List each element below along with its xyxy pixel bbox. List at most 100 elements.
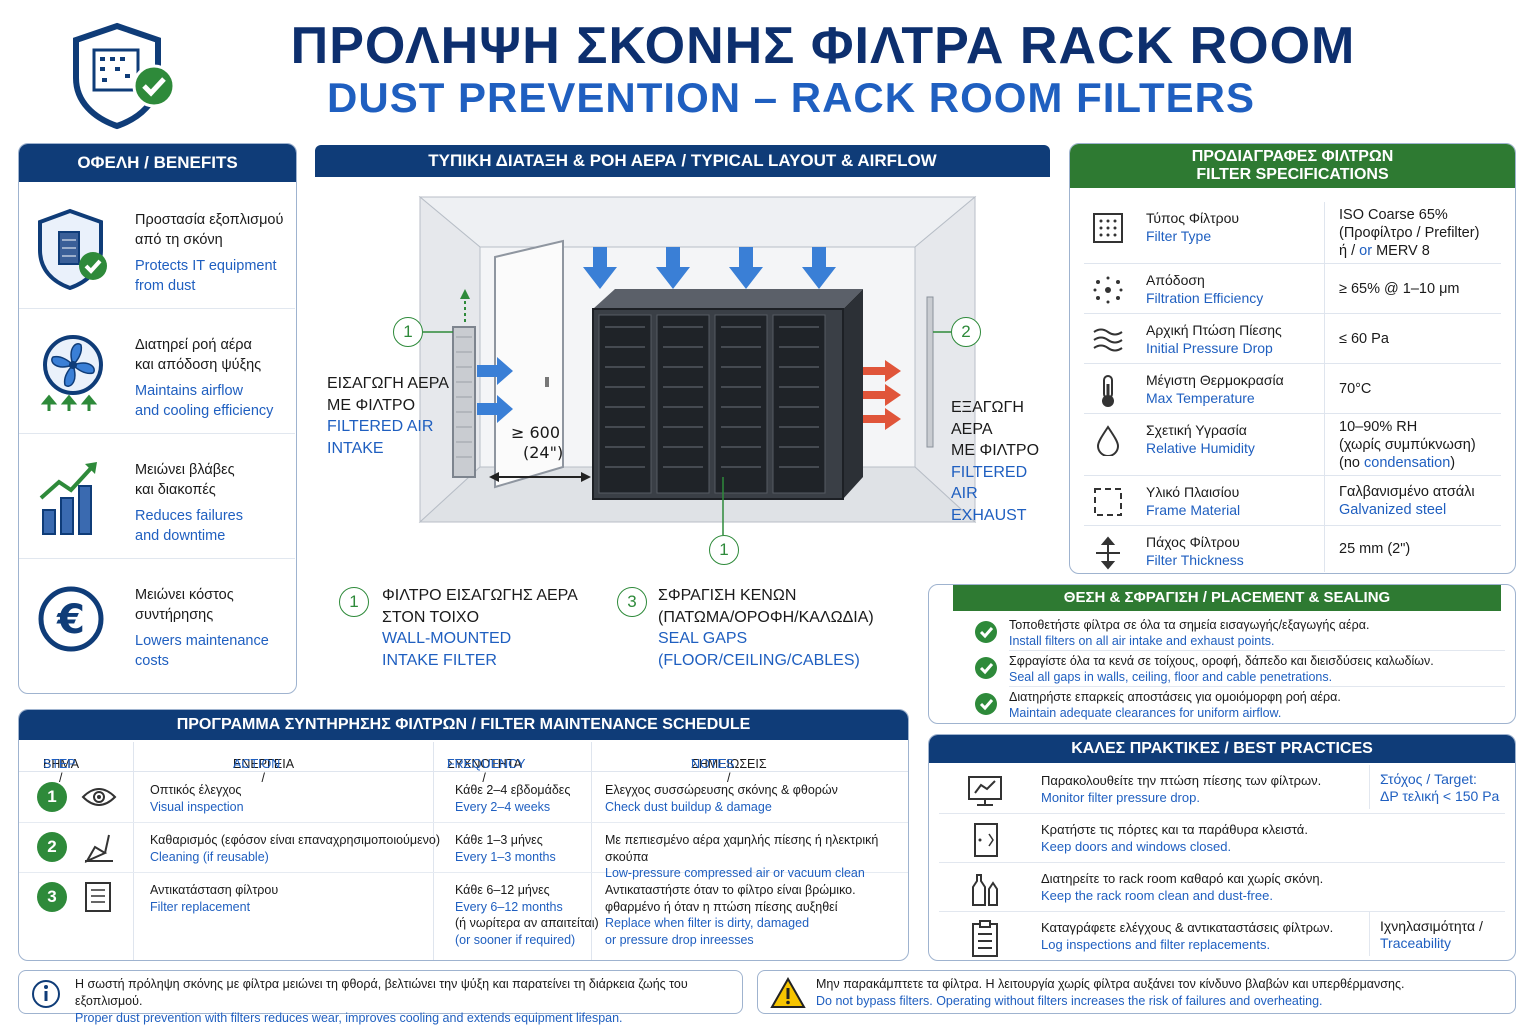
- spec-label-gr: Υλικό Πλαισίου: [1146, 484, 1240, 500]
- spec-label-gr: Αρχική Πτώση Πίεσης: [1146, 322, 1282, 338]
- clearance-label: ≥ 600(24"): [511, 423, 563, 463]
- legend-en: (FLOOR/CEILING/CABLES): [658, 651, 860, 669]
- warning-en: Do not bypass filters. Operating without…: [816, 994, 1323, 1008]
- clipboard-icon: [967, 920, 1003, 957]
- col-action-en: ACTION: [233, 757, 281, 771]
- benefit-gr: Μειώνει κόστος: [135, 587, 234, 603]
- door-icon: [967, 822, 1003, 858]
- spec-label-en: Max Temperature: [1146, 390, 1255, 406]
- eye-icon: [81, 783, 117, 816]
- intake-en: INTAKE: [327, 439, 384, 457]
- marker-1-rack: 1: [709, 535, 739, 565]
- practice-row: Καταγράφετε ελέγχους & αντικαταστάσεις φ…: [939, 912, 1505, 960]
- spec-label-en: Filter Type: [1146, 228, 1212, 244]
- benefit-en: Maintains airflow: [135, 383, 243, 399]
- placement-gr: Τοποθετήστε φίλτρα σε όλα τα σημεία εισα…: [1009, 618, 1370, 632]
- droplet-icon: [1092, 424, 1124, 457]
- notes-gr: φθαρμένο ή όταν η πτώση πίεσης αυξηθεί: [605, 899, 838, 914]
- notes-gr: Ελεγχος συσσώρευσης σκόνης & φθορών: [605, 783, 838, 797]
- legend-en: INTAKE FILTER: [382, 651, 497, 669]
- clearance-value: ≥ 600: [511, 423, 561, 442]
- spec-value: MERV 8: [1372, 243, 1430, 259]
- spec-value: (Προφίλτρο / Prefilter): [1339, 225, 1480, 241]
- spec-value: ≥ 65% @ 1–10 μm: [1339, 281, 1460, 297]
- page-title: ΠΡΟΛΗΨΗ ΣΚΟΝΗΣ ΦΙΛΤΡΑ RACK ROOM: [290, 17, 1356, 75]
- thermometer-icon: [1092, 374, 1124, 407]
- col-step-en: STEP: [43, 757, 76, 771]
- spec-label-gr: Απόδοση: [1146, 272, 1205, 288]
- spec-value: ή /: [1339, 243, 1360, 259]
- marker-2: 2: [951, 317, 981, 347]
- step-number: 1: [37, 782, 67, 812]
- maintenance-header: ΠΡΟΓΡΑΜΜΑ ΣΥΝΤΗΡΗΣΗΣ ΦΙΛΤΡΩΝ / FILTER MA…: [19, 710, 908, 740]
- frequency-gr: Κάθε 1–3 μήνες: [455, 833, 543, 847]
- practice-target: Traceability: [1380, 935, 1452, 951]
- benefit-gr: και διακοπές: [135, 482, 216, 498]
- benefit-en: Protects IT equipment: [135, 258, 277, 274]
- benefit-en: from dust: [135, 278, 196, 294]
- exhaust-gr: ΕΞΑΓΩΓΗ ΑΕΡΑ: [951, 399, 1024, 438]
- spec-value: ≤ 60 Pa: [1339, 331, 1389, 347]
- spec-label-en: Filter Thickness: [1146, 552, 1244, 568]
- specs-header-en: FILTER SPECIFICATIONS: [1196, 166, 1389, 183]
- spec-value: condensation: [1364, 455, 1451, 471]
- placement-header: ΘΕΣΗ & ΣΦΡΑΓΙΣΗ / PLACEMENT & SEALING: [953, 585, 1501, 611]
- svg-text:€: €: [56, 597, 85, 643]
- placement-gr: Διατηρήστε επαρκείς αποστάσεις για ομοιό…: [1009, 690, 1341, 704]
- benefit-gr: Διατηρεί ροή αέρα: [135, 337, 252, 353]
- action-en: Filter replacement: [150, 899, 251, 914]
- spec-value: or: [1359, 243, 1373, 259]
- placement-panel: ΘΕΣΗ & ΣΦΡΑΓΙΣΗ / PLACEMENT & SEALING Το…: [928, 584, 1516, 724]
- placement-en: Seal all gaps in walls, ceiling, floor a…: [1009, 670, 1333, 684]
- logo-shield-icon: [70, 22, 180, 132]
- col-step: ΒΗΜΑ /: [43, 757, 80, 785]
- practice-target: Ιχνηλασιμότητα /: [1380, 918, 1483, 934]
- layout-section: ΤΥΠΙΚΗ ΔΙΑΤΑΞΗ & ΡΟΗ ΑΕΡΑ / TYPICAL LAYO…: [315, 145, 1050, 685]
- exhaust-en: EXHAUST: [951, 506, 1027, 524]
- intake-gr: ΕΙΣΑΓΩΓΗ ΑΕΡΑ: [327, 375, 449, 392]
- exhaust-gr: ΜΕ ΦΙΛΤΡΟ: [951, 442, 1040, 459]
- action-gr: Καθαρισμός (εφόσον είναι επαναχρησιμοποι…: [150, 833, 441, 847]
- benefit-en: costs: [135, 653, 169, 669]
- spec-label-en: Filtration Efficiency: [1146, 290, 1264, 306]
- spec-label-en: Frame Material: [1146, 502, 1241, 518]
- benefit-gr: Μειώνει βλάβες: [135, 462, 235, 478]
- practice-gr: Κρατήστε τις πόρτες και τα παράθυρα κλει…: [1041, 822, 1308, 837]
- spec-value: (no: [1339, 455, 1364, 471]
- step-number: 3: [37, 882, 67, 912]
- info-gr: Η σωστή πρόληψη σκόνης με φίλτρα μειώνει…: [75, 977, 688, 1008]
- spec-label-en: Relative Humidity: [1146, 440, 1255, 456]
- benefit-en: Lowers maintenance: [135, 633, 269, 649]
- chart-up-icon: [37, 458, 109, 535]
- col-notes-en: NOTES: [691, 757, 735, 771]
- spec-label-gr: Πάχος Φίλτρου: [1146, 534, 1240, 550]
- spec-label-en: Initial Pressure Drop: [1146, 340, 1273, 356]
- benefit-gr: Προστασία εξοπλισμού: [135, 212, 284, 228]
- benefit-en: and downtime: [135, 528, 226, 544]
- benefit-gr: από τη σκόνη: [135, 232, 223, 248]
- euro-icon: €: [37, 583, 109, 655]
- fan-icon: [37, 333, 109, 411]
- practice-gr: Παρακολουθείτε την πτώση πίεσης των φίλτ…: [1041, 773, 1322, 788]
- rack-room-illustration: [418, 195, 977, 535]
- spray-bottle-icon: [967, 871, 1003, 907]
- marker-1: 1: [393, 317, 423, 347]
- notes-gr: Αντικαταστήστε όταν το φίλτρο είναι βρώμ…: [605, 883, 856, 897]
- action-en: Visual inspection: [150, 799, 244, 814]
- notes-en: or pressure drop inreesses: [605, 932, 754, 947]
- action-gr: Αντικατάσταση φίλτρου: [150, 883, 279, 897]
- frame-icon: [1092, 486, 1124, 518]
- spec-value: Galvanized steel: [1339, 502, 1447, 518]
- notes-en: Check dust buildup & damage: [605, 799, 772, 814]
- legend-en: WALL-MOUNTED: [382, 630, 512, 647]
- particles-icon: [1092, 274, 1124, 306]
- action-gr: Οπτικός έλεγχος: [150, 783, 242, 797]
- practice-en: Monitor filter pressure drop.: [1041, 790, 1200, 805]
- frequency-en: Every 1–3 months: [455, 849, 556, 864]
